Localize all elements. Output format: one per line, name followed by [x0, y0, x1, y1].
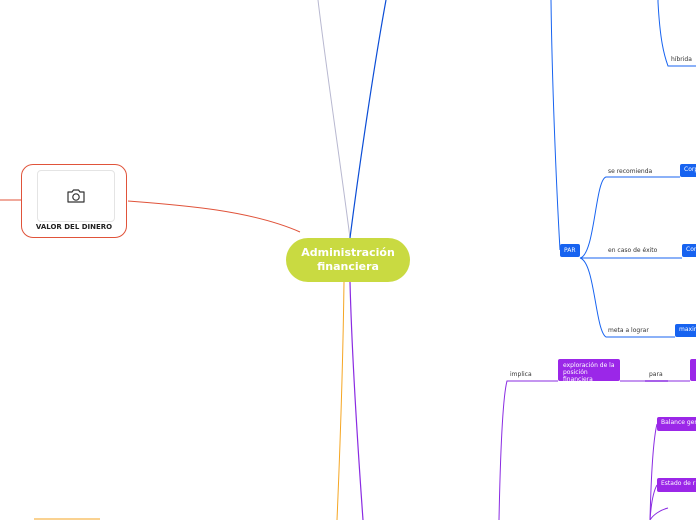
- connector-se-recomienda[interactable]: se recomienda: [608, 168, 653, 175]
- link-par-meta: [579, 257, 652, 338]
- hibrida-label[interactable]: híbrida: [671, 56, 692, 63]
- link-red-valor: [127, 200, 301, 233]
- link-par-se: [579, 176, 655, 259]
- link-statement-2: [649, 484, 658, 520]
- link-statements-trunk: [649, 423, 658, 520]
- connector-implica[interactable]: implica: [510, 371, 532, 378]
- link-gray-top: [317, 0, 351, 239]
- node-balance-general[interactable]: Balance gen: [657, 417, 696, 431]
- node-exploracion[interactable]: exploración de la posición financiera: [558, 359, 620, 381]
- central-topic-title: Administración financiera: [301, 246, 395, 273]
- connector-en-caso-de-exito[interactable]: en caso de éxito: [608, 247, 658, 254]
- node-maxim[interactable]: maxim: [675, 324, 696, 337]
- link-orange-down: [336, 281, 345, 520]
- node-para-target[interactable]: [690, 359, 696, 381]
- node-estado-de-resultados[interactable]: Estado de r: [657, 478, 696, 492]
- connector-meta-a-lograr[interactable]: meta a lograr: [608, 327, 649, 334]
- camera-icon: [67, 189, 85, 203]
- valor-del-dinero-node[interactable]: VALOR DEL DINERO: [21, 164, 127, 238]
- node-corp[interactable]: Corp: [680, 164, 696, 177]
- link-hibrida-curve: [657, 0, 696, 67]
- link-purple-down: [349, 281, 364, 520]
- valor-del-dinero-label: VALOR DEL DINERO: [35, 223, 113, 231]
- central-topic[interactable]: Administración financiera: [286, 238, 410, 282]
- node-con[interactable]: Con: [682, 244, 696, 257]
- connector-para[interactable]: para: [649, 371, 663, 378]
- image-placeholder[interactable]: [37, 170, 115, 222]
- link-implica-trunk: [498, 380, 558, 520]
- par-node[interactable]: PAR: [560, 244, 580, 257]
- link-blue-top: [349, 0, 387, 239]
- link-statement-3: [649, 507, 669, 520]
- link-blue-trunk: [550, 0, 561, 251]
